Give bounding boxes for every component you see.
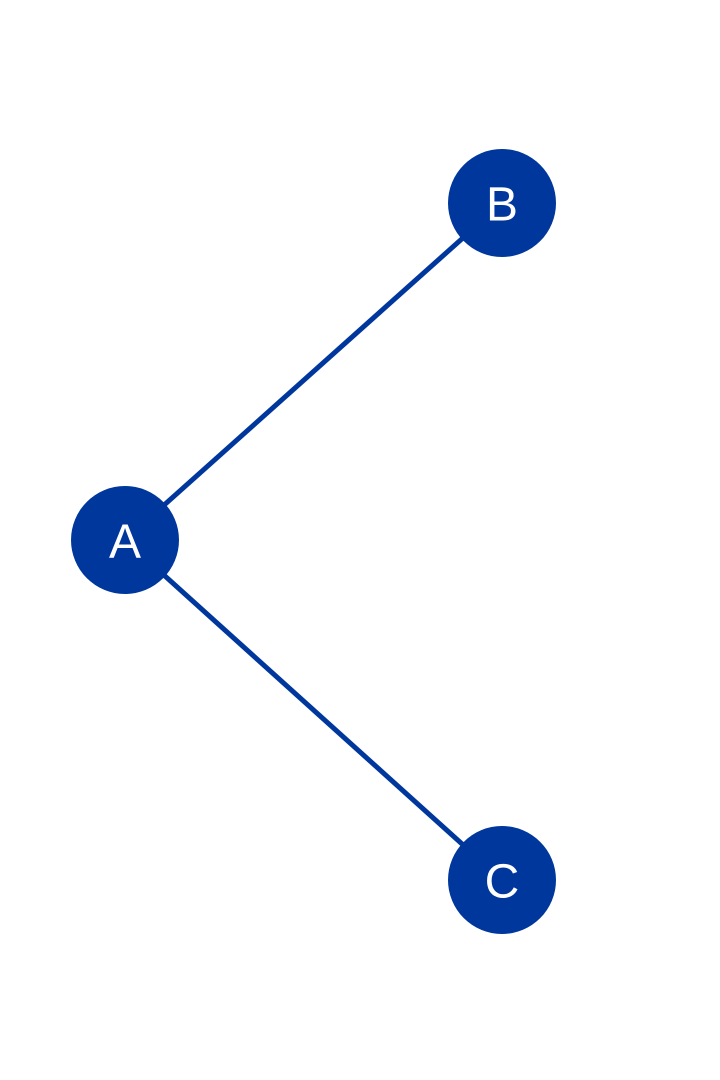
node-label: C [485, 856, 520, 909]
edge-a-c [123, 538, 504, 882]
node-c: C [448, 826, 556, 934]
node-b: B [448, 149, 556, 257]
node-label: A [109, 516, 141, 569]
node-circle [71, 486, 179, 594]
node-circle [448, 149, 556, 257]
node-circle [448, 826, 556, 934]
nodes-layer: A B C [71, 149, 556, 934]
node-a: A [71, 486, 179, 594]
node-label: B [486, 179, 518, 232]
edge-a-b [123, 201, 504, 542]
edges-layer [123, 201, 504, 882]
